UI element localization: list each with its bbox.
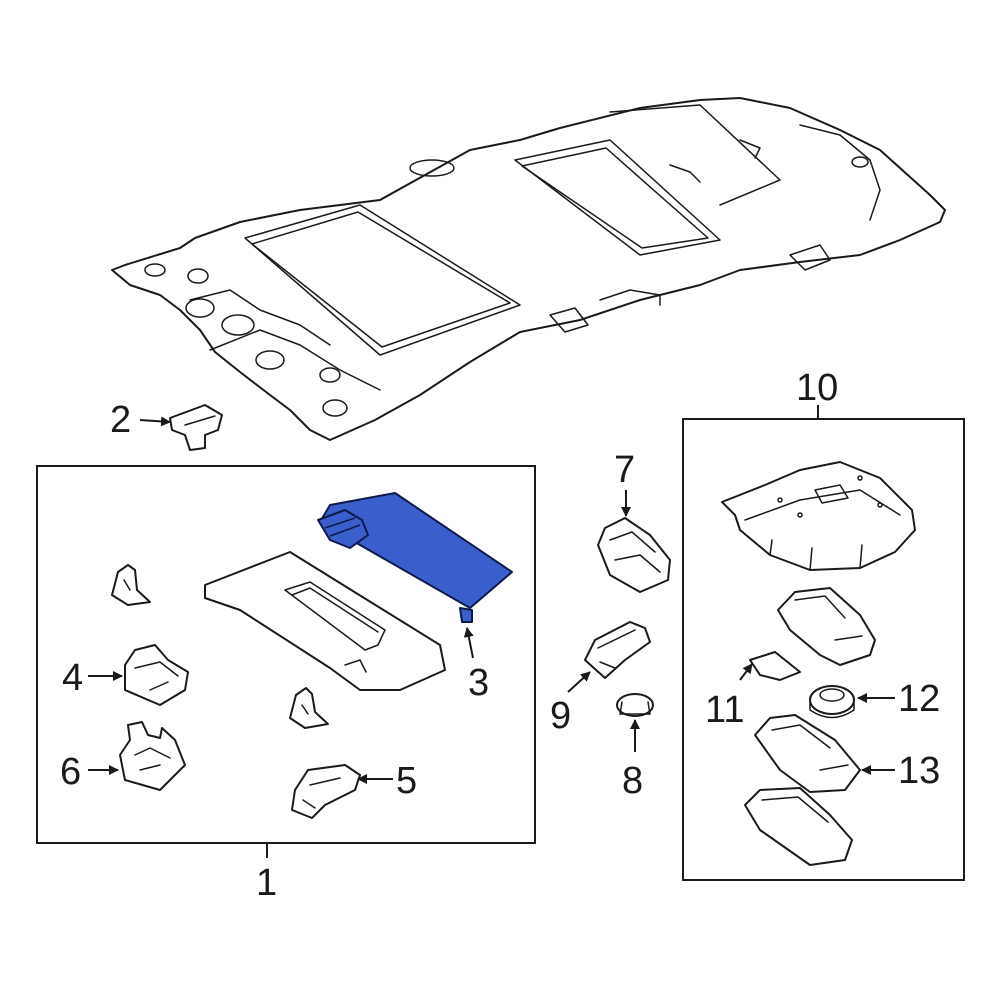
callout-1: 1 <box>256 862 277 904</box>
callout-4: 4 <box>62 657 83 699</box>
holder-part-4[interactable] <box>124 644 189 706</box>
bracket-part-9[interactable] <box>584 621 651 679</box>
group-box-10 <box>682 418 965 881</box>
plug-part-8[interactable] <box>616 693 654 717</box>
leader-2 <box>139 416 171 427</box>
callout-9: 9 <box>550 695 571 737</box>
leader-11 <box>739 663 753 681</box>
sun-visor-outline[interactable] <box>204 551 446 691</box>
callout-8: 8 <box>622 760 643 802</box>
console-housing-upper[interactable] <box>777 587 876 666</box>
console-housing-lower[interactable] <box>744 787 853 866</box>
callout-3: 3 <box>468 662 489 704</box>
callout-7: 7 <box>614 449 635 491</box>
callout-11: 11 <box>705 689 744 731</box>
leader-3 <box>463 627 474 659</box>
housing-part-13[interactable] <box>754 714 861 793</box>
visor-hook-upper[interactable] <box>111 564 151 606</box>
callout-6: 6 <box>60 751 81 793</box>
holder-part-6[interactable] <box>119 721 186 791</box>
callout-12: 12 <box>898 678 940 720</box>
lens-part-11[interactable] <box>749 651 801 681</box>
callout-10: 10 <box>796 367 838 409</box>
headliner-part[interactable] <box>111 97 946 441</box>
console-part-10[interactable] <box>721 461 916 571</box>
callout-5: 5 <box>396 760 417 802</box>
sun-visor-part-3[interactable] <box>317 492 513 623</box>
holder-part-5[interactable] <box>291 764 361 819</box>
leader-9 <box>567 671 591 693</box>
callout-2: 2 <box>110 399 131 441</box>
lamp-part-7[interactable] <box>597 517 671 593</box>
clip-part-2[interactable] <box>169 404 223 451</box>
callout-13: 13 <box>898 750 940 792</box>
group-box-1 <box>36 465 536 844</box>
visor-hook-lower[interactable] <box>289 687 329 729</box>
knob-part-12[interactable] <box>809 685 855 719</box>
